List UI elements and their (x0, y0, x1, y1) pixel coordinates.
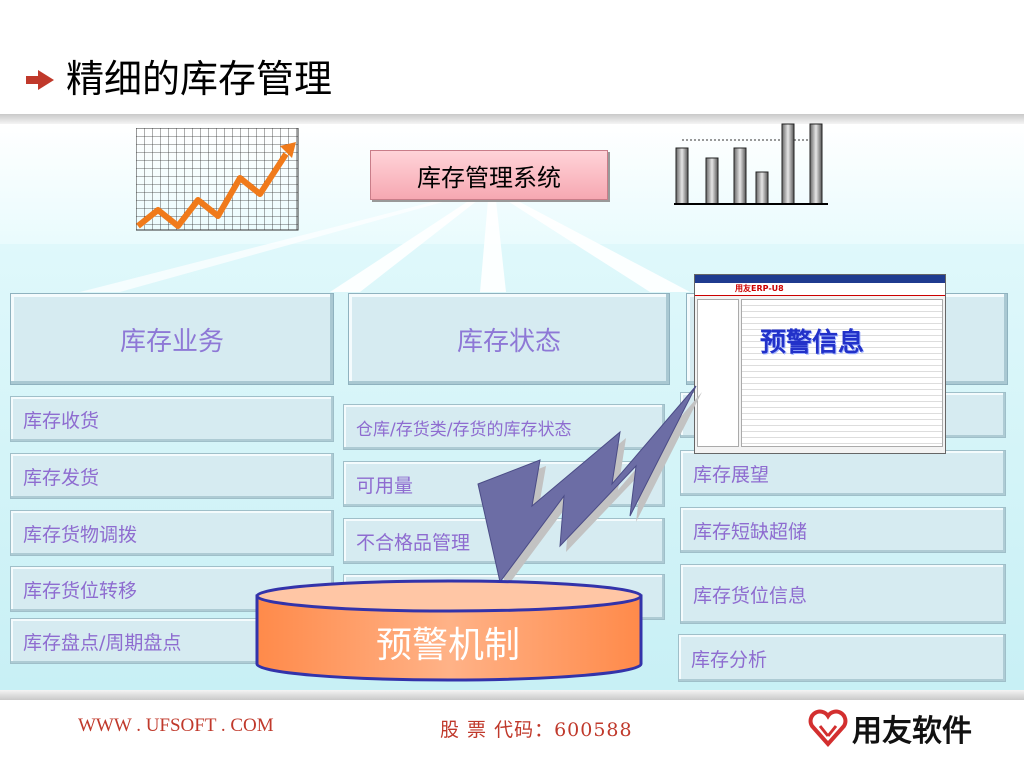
list-item: 库存发货 (10, 453, 334, 499)
warning-mechanism-label: 预警机制 (375, 625, 520, 666)
brand-name: 用友软件 (852, 714, 972, 749)
screenshot-title: 用友ERP-U8 (735, 284, 784, 293)
erp-screenshot-image: 用友ERP-U8 (694, 274, 946, 454)
footer-stock-code: 股 票 代码：600588 (440, 719, 633, 741)
warning-info-label: 预警信息 (760, 328, 865, 358)
lightning-bolt-icon (477, 385, 702, 586)
list-item: 库存短缺超储 (680, 507, 1006, 553)
bottom-divider (0, 690, 1024, 700)
inventory-system-box: 库存管理系统 (370, 150, 608, 200)
list-item: 库存盘点/周期盘点 (10, 618, 260, 664)
header-inventory-status: 库存状态 (348, 293, 670, 385)
page-title: 精细的库存管理 (66, 57, 333, 101)
list-item: 库存分析 (678, 634, 1006, 682)
footer-url-link[interactable]: WWW . UFSOFT . COM (78, 715, 274, 736)
top-divider (0, 114, 1024, 124)
line-chart-icon (136, 128, 299, 231)
beams-graphic (80, 200, 690, 292)
ufida-logo-icon (808, 709, 848, 748)
list-item: 库存收货 (10, 396, 334, 442)
header-inventory-business: 库存业务 (10, 293, 334, 385)
bar-chart-icon (674, 123, 828, 205)
list-item: 库存货物调拨 (10, 510, 334, 556)
list-item: 库存货位信息 (680, 564, 1006, 624)
arrow-bullet-icon (26, 70, 54, 90)
list-item: 库存展望 (680, 450, 1006, 496)
warning-mechanism-cylinder (255, 579, 643, 682)
